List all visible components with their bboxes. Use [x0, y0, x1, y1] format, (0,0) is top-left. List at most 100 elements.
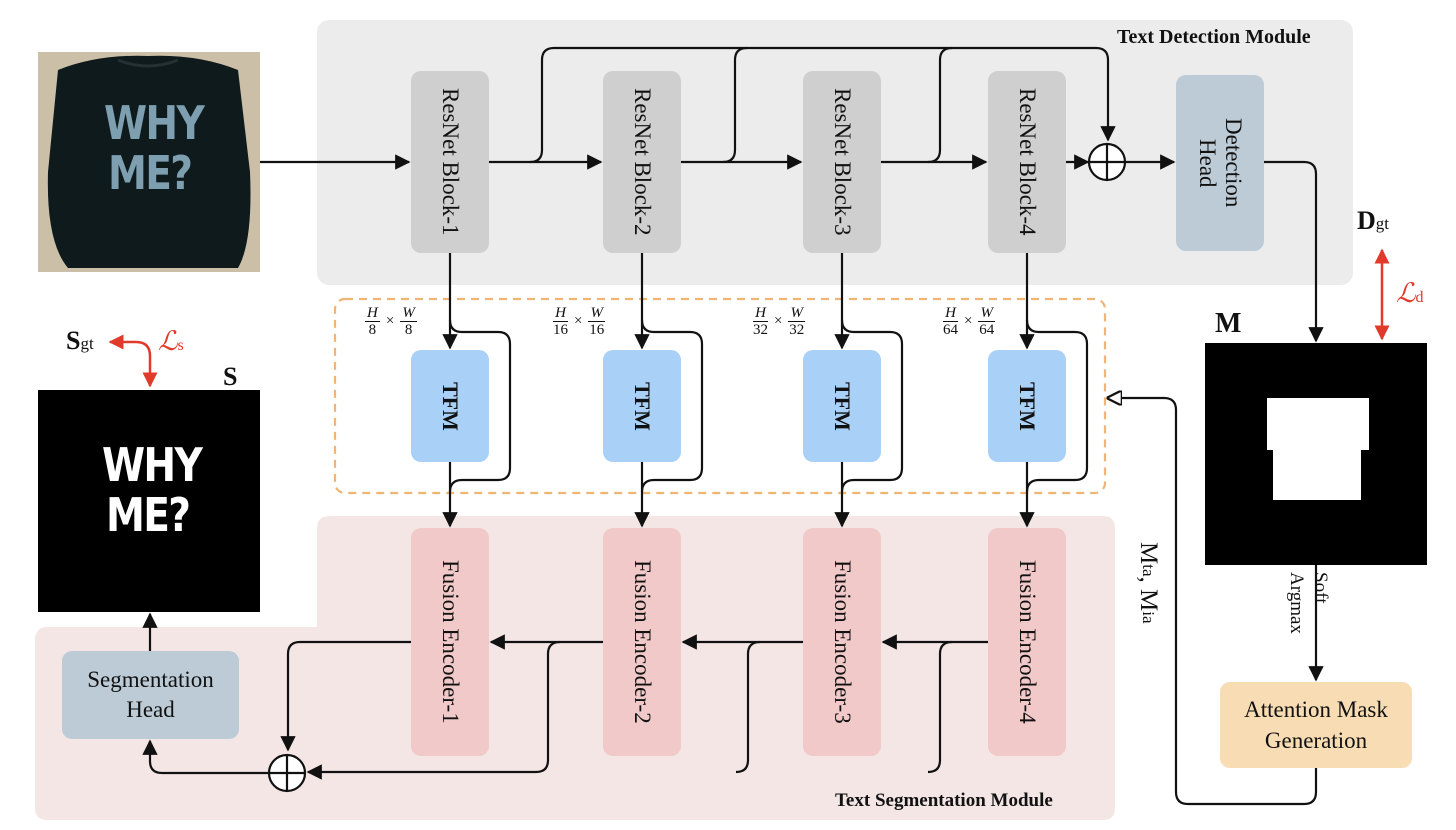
tshirt-photo — [47, 55, 251, 269]
fusion-encoder-1-label: Fusion Encoder-1 — [438, 560, 463, 724]
scale-3-times: × — [774, 313, 783, 329]
label-mask-pair-sep: , M — [1135, 576, 1162, 612]
label-mask-pair-sub1: ta — [1139, 564, 1158, 577]
resnet-block-4: ResNet Block-4 — [988, 71, 1066, 253]
scale-3-num2: W — [788, 305, 805, 322]
label-S-gt: Sgt — [66, 326, 94, 356]
label-mask-pair-main: M — [1135, 542, 1162, 565]
fusion-encoder-3-label: Fusion Encoder-3 — [830, 560, 855, 724]
segmentation-head-line1: Segmentation — [87, 667, 214, 692]
label-L-s: ℒs — [158, 326, 184, 357]
label-S-gt-main: S — [66, 326, 81, 355]
arrow-fe1-to-sum — [280, 640, 411, 752]
label-L-s-main: ℒ — [158, 326, 178, 356]
skip-fe2 — [306, 640, 561, 780]
detection-head-label: Detection Head — [1195, 118, 1246, 208]
segmentation-head: Segmentation Head — [62, 651, 239, 739]
tfm-paths-2 — [634, 253, 704, 528]
tfm-dashed-region — [333, 297, 1107, 495]
tfm-block-3-label: TFM — [830, 381, 855, 431]
scale-2-num2: W — [588, 305, 605, 322]
scale-2-times: × — [574, 313, 583, 329]
tfm-block-2-label: TFM — [630, 381, 655, 431]
output-text-line1: WHY — [102, 438, 203, 492]
arrow-sum-to-seghead — [142, 739, 269, 775]
scale-3-den: 32 — [753, 322, 768, 338]
scale-2-den: 16 — [553, 322, 568, 338]
attention-mask-line2: Generation — [1264, 728, 1368, 753]
scale-2-num: H — [553, 305, 568, 322]
scale-3-num: H — [753, 305, 768, 322]
resnet-block-2-label: ResNet Block-2 — [630, 88, 655, 236]
scale-1-den: 8 — [368, 322, 377, 338]
input-text-line1: WHY — [104, 96, 205, 150]
fusion-encoder-3: Fusion Encoder-3 — [803, 528, 881, 756]
arrow-attention-to-tfm — [1108, 398, 1318, 806]
tfm-block-1-label: TFM — [438, 381, 463, 431]
skip-fe4 — [927, 640, 953, 774]
scale-1-num2: W — [400, 305, 417, 322]
tfm-block-3: TFM — [803, 350, 881, 462]
label-mask-pair: Mta, Mia — [1134, 542, 1162, 624]
label-soft-argmax: Soft Argmax — [1284, 572, 1332, 634]
label-L-d-main: ℒ — [1396, 278, 1416, 308]
resnet-block-3: ResNet Block-3 — [803, 71, 881, 253]
soft-argmax-line1: Soft — [1310, 572, 1331, 604]
scale-4-times: × — [964, 313, 973, 329]
scale-1-num: H — [365, 305, 380, 322]
mask-image — [1205, 343, 1427, 565]
scale-2-den2: 16 — [589, 322, 605, 338]
scale-4-den: 64 — [943, 322, 958, 338]
mask-box-bottom — [1273, 450, 1361, 500]
fusion-encoder-2-label: Fusion Encoder-2 — [630, 560, 655, 724]
tfm-block-1: TFM — [411, 350, 489, 462]
resnet-block-3-label: ResNet Block-3 — [830, 88, 855, 236]
label-L-d: ℒd — [1396, 278, 1423, 309]
skip-fe3 — [735, 640, 761, 774]
segmentation-head-line2: Head — [126, 697, 175, 722]
label-L-s-sub: s — [177, 337, 184, 354]
scale-3-den2: 32 — [789, 322, 805, 338]
resnet-block-2: ResNet Block-2 — [603, 71, 681, 253]
tfm-paths-4 — [1019, 253, 1089, 528]
scale-4-num2: W — [978, 305, 995, 322]
resnet-block-1-label: ResNet Block-1 — [438, 88, 463, 236]
label-D-gt-main: D — [1357, 206, 1376, 235]
detection-module-title: Text Detection Module — [1117, 26, 1311, 48]
fusion-encoder-4: Fusion Encoder-4 — [988, 528, 1066, 756]
label-M: M — [1215, 308, 1242, 339]
label-D-gt: Dgt — [1357, 206, 1389, 236]
skip-resnet3 — [927, 46, 953, 164]
input-text-line2: ME? — [108, 146, 193, 200]
label-D-gt-sub: gt — [1375, 214, 1390, 233]
tfm-block-2: TFM — [603, 350, 681, 462]
output-text-line2: ME? — [106, 488, 191, 542]
scale-4-den2: 64 — [979, 322, 995, 338]
soft-argmax-line2: Argmax — [1286, 572, 1307, 634]
fusion-encoder-1: Fusion Encoder-1 — [411, 528, 489, 756]
scale-1-den2: 8 — [404, 322, 413, 338]
label-mask-pair-sub2: ia — [1139, 611, 1158, 624]
skip-resnet2 — [722, 46, 748, 164]
tfm-paths-1 — [442, 253, 512, 528]
attention-mask-generation: Attention Mask Generation — [1220, 682, 1412, 768]
loss-arrow-seg — [108, 334, 158, 388]
fusion-encoder-4-label: Fusion Encoder-4 — [1015, 560, 1040, 724]
label-S: S — [223, 362, 238, 391]
tfm-block-4: TFM — [988, 350, 1066, 462]
input-image: WHY ME? — [38, 52, 260, 272]
segmentation-output-image: WHY ME? — [38, 390, 260, 612]
arrow-head-to-mask — [1264, 160, 1324, 343]
attention-mask-line1: Attention Mask — [1244, 697, 1388, 722]
skip-resnet1 — [529, 46, 1116, 164]
label-L-d-sub: d — [1415, 289, 1424, 306]
label-S-gt-sub: gt — [80, 334, 94, 353]
tfm-paths-3 — [834, 253, 904, 528]
mask-box-top — [1267, 398, 1369, 450]
resnet-block-1: ResNet Block-1 — [411, 71, 489, 253]
